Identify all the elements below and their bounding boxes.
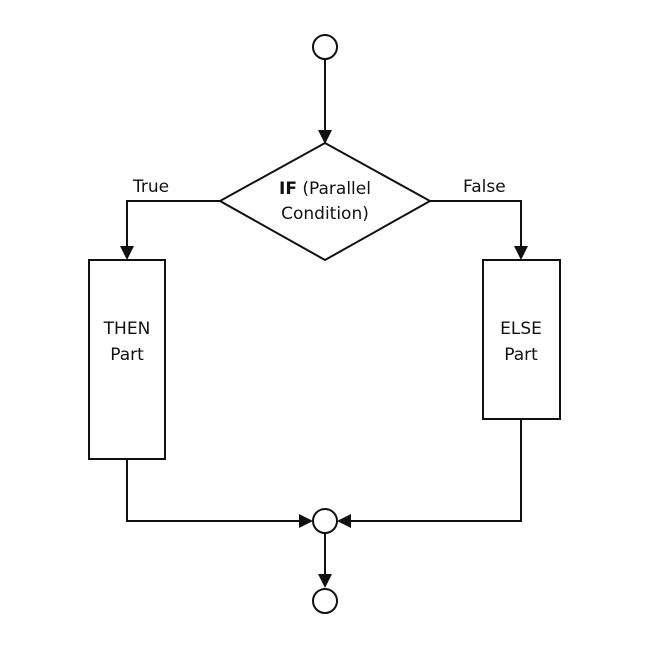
decision-label-line1: IF (Parallel — [279, 179, 371, 199]
true-edge-label: True — [132, 177, 169, 197]
start-connector — [312, 34, 338, 60]
arrowhead-merge-to-end — [318, 574, 332, 588]
decision-diamond — [217, 141, 433, 262]
else-part-box — [482, 259, 561, 420]
end-connector — [312, 588, 338, 614]
else-part-label-line1: ELSE — [500, 319, 542, 339]
arrow-false-branch — [430, 200, 522, 246]
arrowhead-then-to-merge — [299, 514, 313, 528]
arrowhead-true-branch — [120, 246, 134, 260]
arrow-true-branch — [126, 200, 220, 246]
decision-label-line2: Condition) — [281, 204, 369, 224]
arrowhead-start-to-decision — [318, 130, 332, 144]
false-edge-label: False — [463, 177, 506, 197]
arrowhead-else-to-merge — [337, 514, 351, 528]
then-part-box — [88, 259, 166, 460]
arrowhead-false-branch — [514, 246, 528, 260]
arrow-else-to-merge — [351, 419, 522, 522]
then-part-label-line2: Part — [110, 345, 144, 365]
arrow-then-to-merge — [126, 459, 299, 522]
then-part-label-line1: THEN — [103, 319, 151, 339]
merge-connector — [312, 508, 338, 534]
else-part-label-line2: Part — [504, 345, 538, 365]
